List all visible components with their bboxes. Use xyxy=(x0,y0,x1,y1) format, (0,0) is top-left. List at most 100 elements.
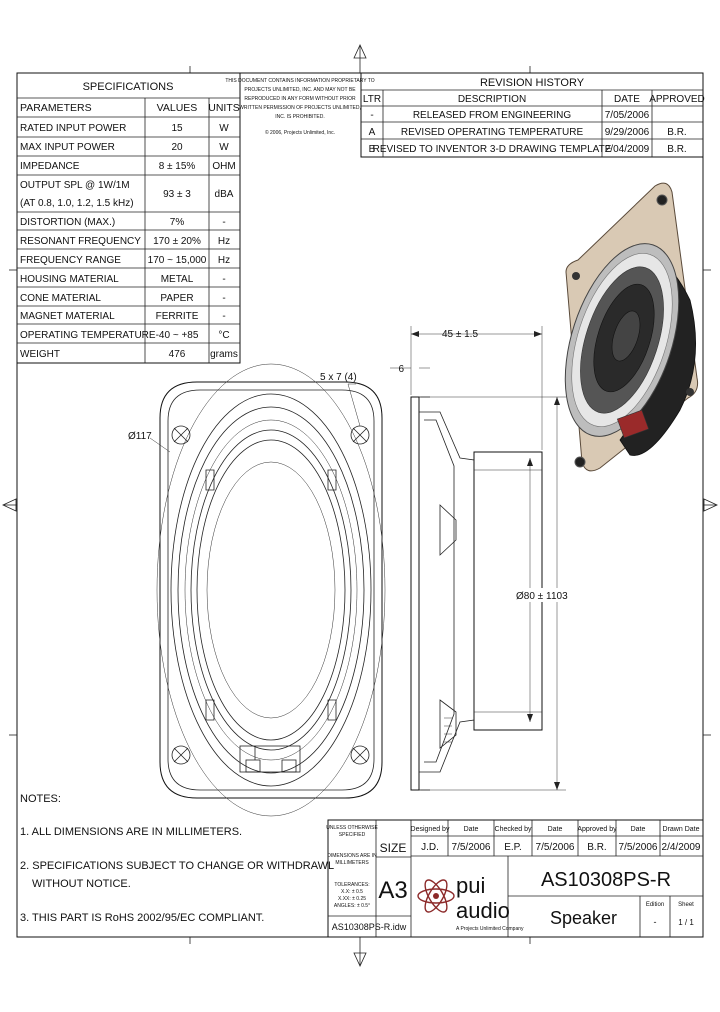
revision-ltr: B xyxy=(369,144,376,155)
tb-value: 7/5/2006 xyxy=(536,842,575,853)
tb-value: E.P. xyxy=(504,842,522,853)
spec-param: MAGNET MATERIAL xyxy=(20,311,115,322)
dim-flange-thickness: 6 xyxy=(398,364,404,375)
speaker-front-view: 5 x 7 (4) Ø117 xyxy=(128,363,386,817)
revision-date: 2/04/2009 xyxy=(605,144,650,155)
tb-dims: MILLIMETERS xyxy=(335,860,369,866)
title-block: UNLESS OTHERWISE SPECIFIED DIMENSIONS AR… xyxy=(326,819,704,938)
mounting-hole xyxy=(171,745,191,765)
tb-header: Date xyxy=(464,826,479,833)
revision-date: 7/05/2006 xyxy=(605,110,650,121)
revision-approved: B.R. xyxy=(667,144,686,155)
confidential-line: WRITTEN PERMISSION OF PROJECTS UNLIMITED… xyxy=(239,105,361,111)
spec-param: DISTORTION (MAX.) xyxy=(20,217,115,228)
tb-edition-label: Edition xyxy=(646,902,664,908)
revision-header-description: DESCRIPTION xyxy=(458,94,526,105)
spec-value: 7% xyxy=(170,217,185,228)
spec-value: 170 ~ 15,000 xyxy=(148,255,207,266)
spec-header-parameters: PARAMETERS xyxy=(20,102,92,114)
spec-unit: W xyxy=(219,123,229,134)
spec-param: CONE MATERIAL xyxy=(20,293,101,304)
revision-header-date: DATE xyxy=(614,94,640,105)
logo-text-top: pui xyxy=(456,873,485,898)
confidential-line: THIS DOCUMENT CONTAINS INFORMATION PROPR… xyxy=(225,78,374,84)
tb-value: 7/5/2006 xyxy=(452,842,491,853)
pui-audio-logo: pui audio A Projects Unlimited Company xyxy=(417,873,524,932)
tb-header: Checked by xyxy=(495,826,532,833)
note-item: 2. SPECIFICATIONS SUBJECT TO CHANGE OR W… xyxy=(20,860,334,872)
dim-mount-holes: 5 x 7 (4) xyxy=(320,372,357,383)
notes-section: NOTES: 1. ALL DIMENSIONS ARE IN MILLIMET… xyxy=(20,793,334,924)
confidential-line: PROJECTS UNLIMITED, INC. AND MAY NOT BE xyxy=(244,87,356,93)
spec-param: IMPEDANCE xyxy=(20,161,80,172)
tb-unless: UNLESS OTHERWISE xyxy=(326,825,378,831)
spec-unit: °C xyxy=(218,330,229,341)
tb-header: Designed by xyxy=(411,826,450,833)
tb-file-name: AS10308PS-R.idw xyxy=(332,922,407,932)
tb-value: 7/5/2006 xyxy=(619,842,658,853)
spec-value: 170 ± 20% xyxy=(153,236,201,247)
note-item: 3. THIS PART IS RoHS 2002/95/EC COMPLIAN… xyxy=(20,912,264,924)
tb-size: A3 xyxy=(378,877,407,904)
revision-history-table: REVISION HISTORY LTR DESCRIPTION DATE AP… xyxy=(360,72,705,158)
revision-title: REVISION HISTORY xyxy=(480,77,585,89)
tb-edition: - xyxy=(654,917,657,927)
dim-outer-diameter: Ø117 xyxy=(128,431,152,442)
revision-approved: B.R. xyxy=(667,127,686,138)
spec-value: 476 xyxy=(169,349,186,360)
dim-depth: 45 ± 1.5 xyxy=(442,329,479,340)
tb-tolerance: X.XX: ± 0.25 xyxy=(338,896,366,902)
spec-param: RESONANT FREQUENCY xyxy=(20,236,141,247)
spec-value: PAPER xyxy=(160,293,193,304)
revision-ltr: - xyxy=(370,110,373,121)
confidential-line: INC. IS PROHIBITED. xyxy=(275,114,324,120)
spec-value: FERRITE xyxy=(156,311,199,322)
confidential-notice: THIS DOCUMENT CONTAINS INFORMATION PROPR… xyxy=(225,78,374,136)
confidential-line: © 2006, Projects Unlimited, Inc. xyxy=(265,129,335,136)
spec-param: WEIGHT xyxy=(20,349,60,360)
spec-unit: Hz xyxy=(218,255,230,266)
spec-value: 15 xyxy=(171,123,183,134)
spec-param: FREQUENCY RANGE xyxy=(20,255,121,266)
spec-param: RATED INPUT POWER xyxy=(20,123,126,134)
spec-param: HOUSING MATERIAL xyxy=(20,274,119,285)
tb-value: J.D. xyxy=(421,842,439,853)
part-number: AS10308PS-R xyxy=(541,869,671,891)
spec-unit: Hz xyxy=(218,236,230,247)
spec-value: -40 ~ +85 xyxy=(156,330,199,341)
tb-header: Date xyxy=(631,826,646,833)
logo-tagline: A Projects Unlimited Company xyxy=(456,926,524,932)
spec-param: OPERATING TEMPERATURE xyxy=(20,330,156,341)
mounting-hole xyxy=(350,745,370,765)
revision-date: 9/29/2006 xyxy=(605,127,650,138)
spec-value: 20 xyxy=(171,142,183,153)
center-marks xyxy=(2,44,718,967)
spec-value: METAL xyxy=(161,274,194,285)
spec-param: OUTPUT SPL @ 1W/1M xyxy=(20,180,130,191)
tb-header: Approved by xyxy=(577,826,617,833)
revision-desc: RELEASED FROM ENGINEERING xyxy=(413,110,572,121)
confidential-line: REPRODUCED IN ANY FORM WITHOUT PRIOR xyxy=(244,96,356,102)
note-item: 1. ALL DIMENSIONS ARE IN MILLIMETERS. xyxy=(20,826,242,838)
notes-title: NOTES: xyxy=(20,793,61,805)
tb-sheet: 1 / 1 xyxy=(678,918,694,927)
tb-sheet-label: Sheet xyxy=(678,902,694,908)
spec-param-line2: (AT 0.8, 1.0, 1.2, 1.5 kHz) xyxy=(20,198,134,209)
tb-tolerance: TOLERANCES: xyxy=(334,882,369,888)
speaker-isometric-view xyxy=(564,182,699,472)
revision-desc: REVISED OPERATING TEMPERATURE xyxy=(401,127,584,138)
specifications-title: SPECIFICATIONS xyxy=(83,81,174,93)
tb-size-label: SIZE xyxy=(380,841,407,855)
tb-dims: DIMENSIONS ARE IN xyxy=(327,853,377,859)
mounting-hole xyxy=(171,425,191,445)
spec-header-units: UNITS xyxy=(208,102,240,114)
revision-header-approved: APPROVED xyxy=(649,94,705,105)
spec-unit: - xyxy=(222,274,225,285)
revision-ltr: A xyxy=(369,127,376,138)
dim-overall-height: 103 xyxy=(551,591,568,602)
tb-header: Date xyxy=(548,826,563,833)
spec-unit: - xyxy=(222,311,225,322)
spec-value: 93 ± 3 xyxy=(163,189,191,200)
tb-value: 2/4/2009 xyxy=(662,842,701,853)
spec-header-values: VALUES xyxy=(157,102,198,114)
